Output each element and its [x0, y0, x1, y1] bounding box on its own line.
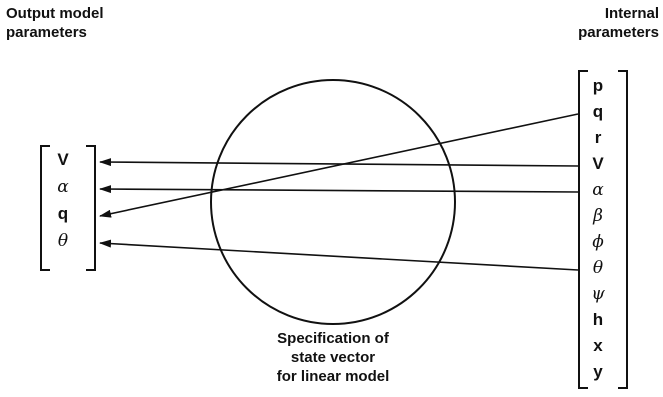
output-bracket-left [40, 145, 50, 271]
caption-line-2: state vector [290, 349, 376, 366]
internal-bracket-right [618, 70, 628, 389]
state-vector-circle [210, 79, 456, 325]
output-title-line-1: Output model [6, 5, 104, 22]
mapping-arrows [99, 113, 579, 271]
arrow-4 [99, 239, 579, 271]
internal-param-12: y [593, 362, 603, 381]
output-param-2: α [57, 177, 69, 197]
internal-title-line-2: parameters [578, 24, 659, 41]
output-param-1: V [57, 150, 69, 169]
internal-param-3: r [594, 128, 602, 147]
arrow-3 [99, 185, 579, 194]
internal-param-2: q [592, 102, 604, 121]
internal-param-1: p [592, 76, 604, 95]
output-param-4: θ [57, 231, 69, 251]
internal-param-6: β [593, 206, 603, 226]
arrow-2 [99, 158, 579, 167]
internal-param-8: θ [592, 258, 604, 278]
arrow-1 [99, 113, 579, 218]
state-vector-caption: Specification of state vector for linear… [245, 329, 421, 386]
internal-title: Internal parameters [578, 4, 659, 42]
output-param-3: q [57, 204, 69, 223]
internal-param-5: α [592, 180, 604, 200]
caption-line-1: Specification of [277, 330, 389, 347]
internal-param-9: ψ [591, 284, 605, 304]
internal-param-4: V [592, 154, 604, 173]
internal-param-10: h [592, 310, 604, 329]
output-bracket-right [86, 145, 96, 271]
output-title: Output model parameters [6, 4, 104, 42]
internal-param-7: ϕ [592, 232, 604, 252]
caption-line-3: for linear model [276, 368, 390, 385]
output-title-line-2: parameters [6, 24, 87, 41]
internal-title-line-1: Internal [604, 5, 659, 22]
internal-bracket-left [578, 70, 588, 389]
internal-param-11: x [593, 336, 603, 355]
